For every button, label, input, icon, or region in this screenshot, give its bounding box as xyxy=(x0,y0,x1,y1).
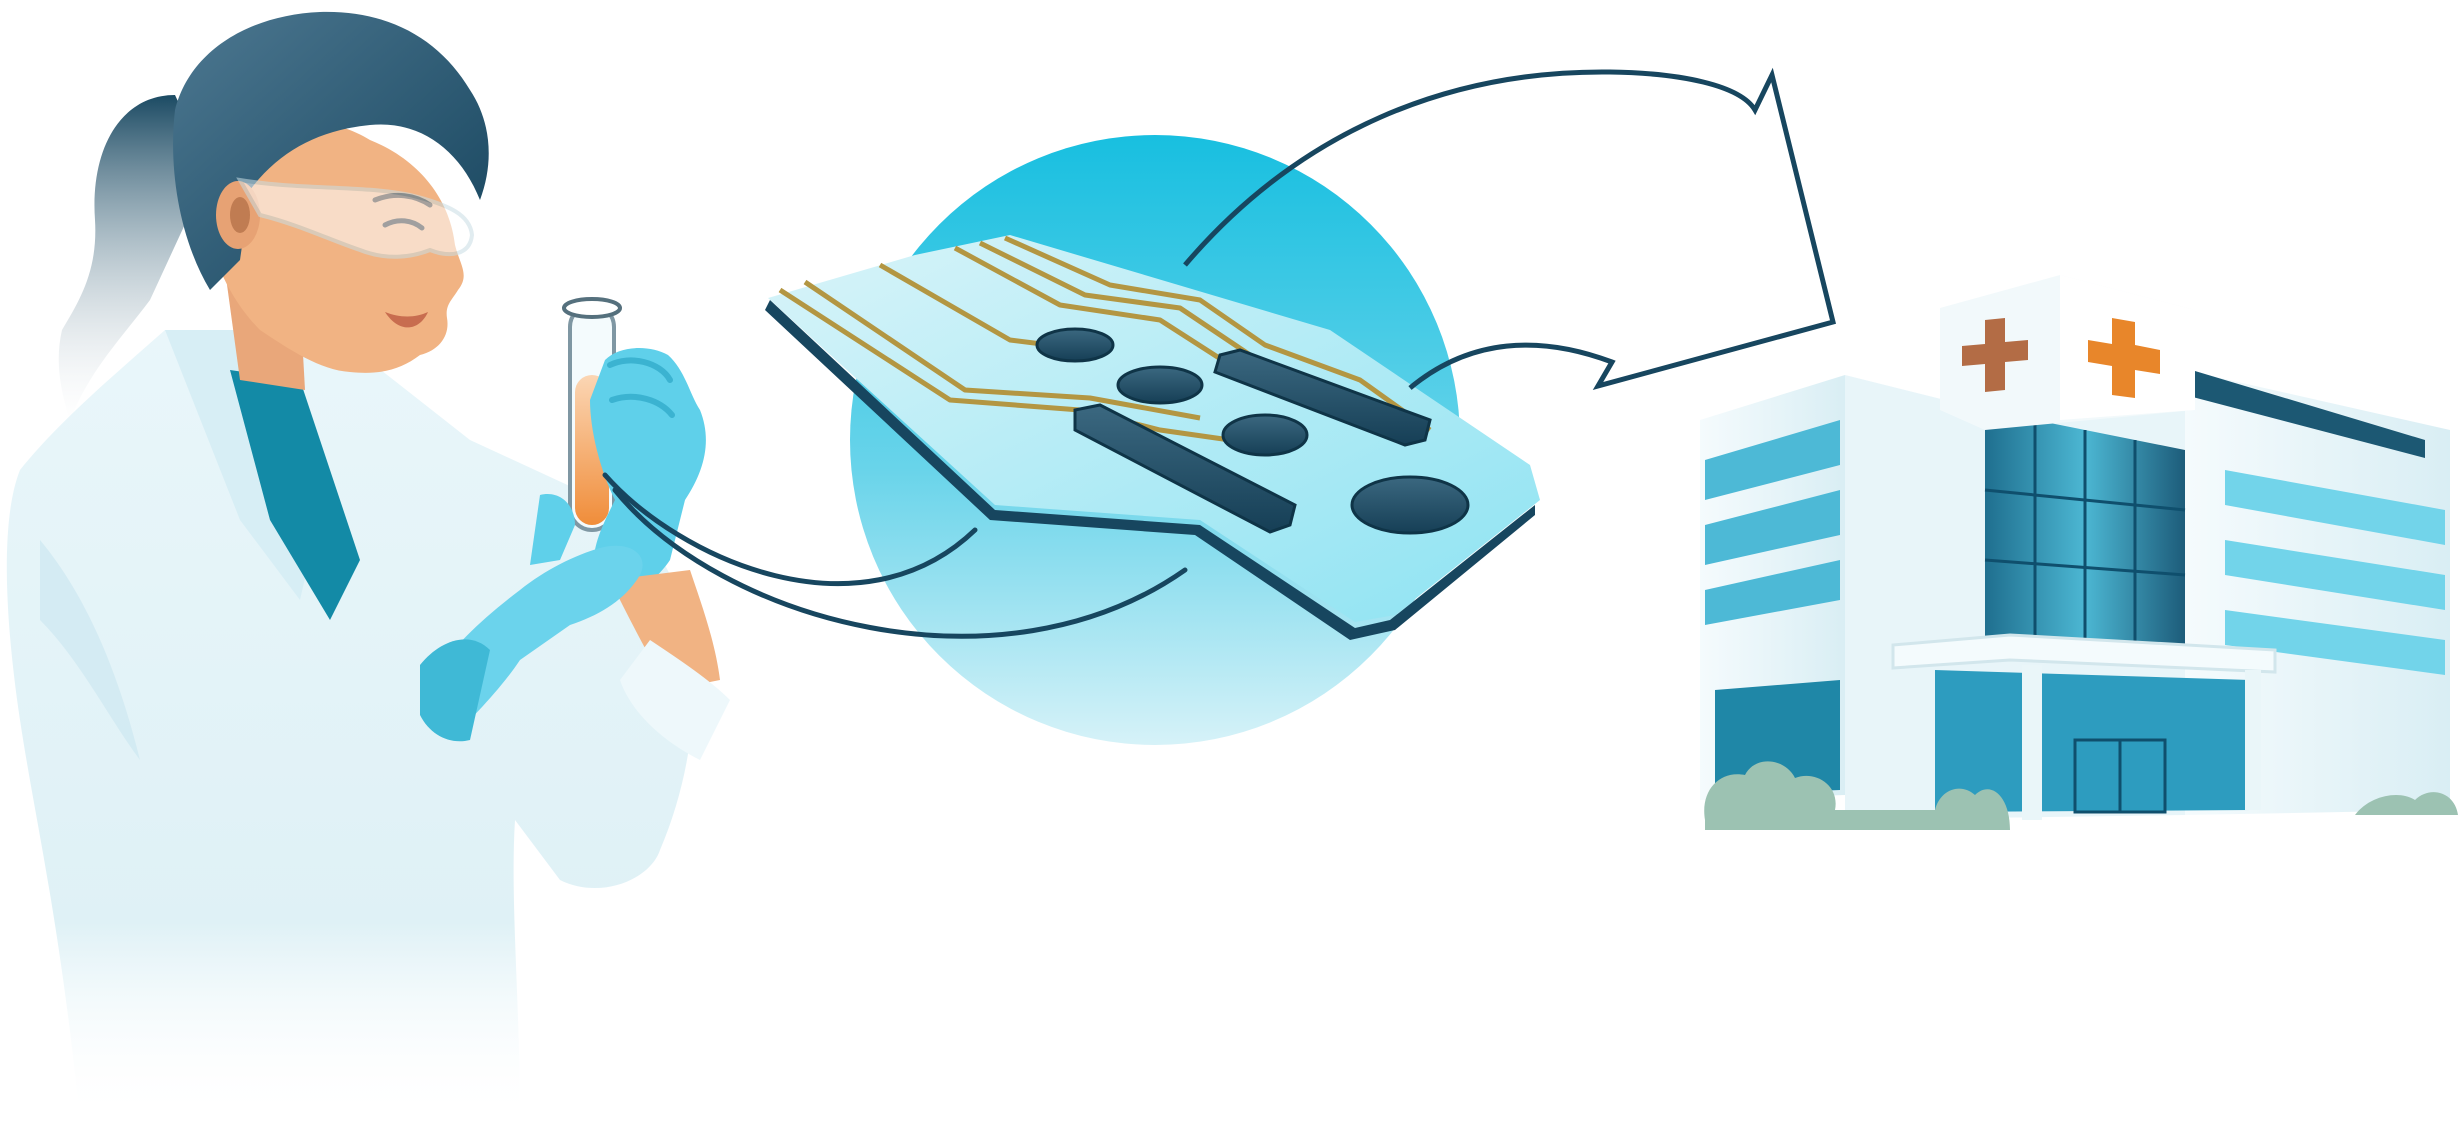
electrode-pad xyxy=(1116,365,1204,405)
chip-traces xyxy=(778,235,1432,443)
ponytail xyxy=(58,95,210,420)
coat-cuff-upper xyxy=(620,640,730,760)
hospital-building xyxy=(1700,275,2458,830)
canopy-pillar xyxy=(2245,670,2261,810)
chip-electrodes xyxy=(1035,327,1470,535)
electrode-pad xyxy=(1221,413,1309,457)
face xyxy=(205,117,464,373)
hospital-right-roof xyxy=(2185,368,2425,458)
scientist xyxy=(6,11,730,1121)
lab-coat xyxy=(6,330,694,1121)
entrance-canopy xyxy=(1891,633,2277,674)
shrubs-right xyxy=(2355,792,2458,815)
biosensor-chip xyxy=(765,135,1540,745)
electrode-bar xyxy=(1213,348,1432,447)
right-wing-windows xyxy=(2225,470,2445,675)
shirt xyxy=(230,370,360,620)
glove-lower-thumb xyxy=(530,494,575,565)
left-wing-entrance xyxy=(1715,680,1840,795)
electrode-bar xyxy=(1073,403,1297,534)
medical-cross-icon xyxy=(2088,318,2160,398)
electrode-pad xyxy=(1350,475,1470,535)
connection-lines xyxy=(602,472,1188,639)
glove-upper-hand xyxy=(590,348,706,592)
left-wing-windows xyxy=(1705,420,1840,625)
shrubs xyxy=(1704,761,2010,830)
link-tube-to-chip-lower xyxy=(612,487,1188,639)
safety-goggles xyxy=(236,177,475,259)
hair xyxy=(173,11,489,290)
test-tube xyxy=(562,297,622,532)
link-tube-to-chip-upper xyxy=(602,472,978,587)
electrode-pad xyxy=(1035,327,1115,363)
medical-cross-icon xyxy=(1962,318,2028,392)
arm-sleeve-upper xyxy=(610,570,720,690)
coat-fold-left xyxy=(40,540,140,760)
entrance-doors xyxy=(2073,738,2167,814)
tower-glass-mullions xyxy=(1984,420,2186,650)
test-tube-rim xyxy=(562,297,622,319)
ear-inner xyxy=(230,197,250,233)
glove-cuff-lower xyxy=(420,639,490,742)
curved-arrow-icon xyxy=(1183,67,1837,391)
canopy-pillar xyxy=(2022,665,2042,820)
glove-upper-fingers xyxy=(607,357,675,418)
lips xyxy=(385,312,428,328)
